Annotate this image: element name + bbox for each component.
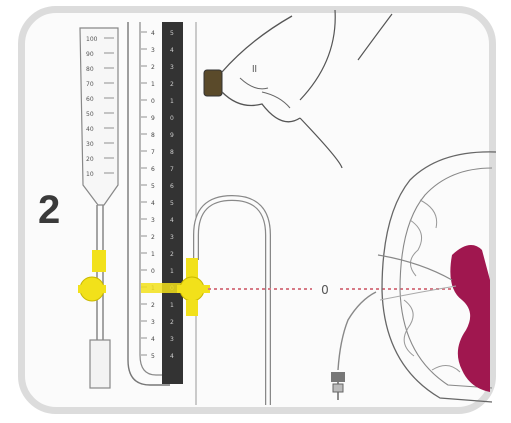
ruler-label-right: 7 [170, 166, 174, 173]
ruler-label-right: 4 [170, 353, 174, 360]
ruler-label-left: 8 [151, 132, 155, 139]
tube-scale-label: 90 [86, 51, 94, 58]
ruler-label-left: 2 [151, 64, 155, 71]
hand-label: ll [252, 65, 257, 75]
graduated-chamber: 100 90 80 70 60 50 40 30 20 10 [80, 28, 118, 388]
ruler-label-right: 4 [170, 217, 174, 224]
tube-scale-label: 80 [86, 66, 94, 73]
ruler-label-right: 9 [170, 132, 174, 139]
ruler-label-left: 1 [151, 81, 155, 88]
stopcock-left-icon [78, 250, 106, 301]
ruler-label-right: 2 [170, 251, 174, 258]
ruler-label-left: 7 [151, 149, 155, 156]
tube-scale-label: 50 [86, 111, 94, 118]
ruler-label-right: 8 [170, 149, 174, 156]
ruler-label-left: 0 [151, 98, 155, 105]
tubing-loop [196, 198, 268, 405]
ruler-label-right: 4 [170, 47, 174, 54]
measurement-ruler: 4534231201908978675645342312011021324354 [128, 22, 196, 405]
tube-scale-label: 40 [86, 126, 94, 133]
ruler-label-right: 1 [170, 302, 174, 309]
ruler-label-left: 2 [151, 302, 155, 309]
ruler-label-left: 6 [151, 166, 155, 173]
zero-marker-label: 0 [321, 283, 329, 297]
tube-scale-label: 30 [86, 141, 94, 148]
ruler-label-left: 4 [151, 336, 155, 343]
tube-scale-label: 100 [86, 36, 98, 43]
tube-scale-label: 60 [86, 96, 94, 103]
ruler-label-right: 1 [170, 268, 174, 275]
ruler-label-right: 2 [170, 319, 174, 326]
ruler-label-right: 2 [170, 81, 174, 88]
tube-scale-label: 20 [86, 156, 94, 163]
ruler-label-left: 2 [151, 234, 155, 241]
tube-scale-label: 70 [86, 81, 94, 88]
ruler-label-left: 3 [151, 47, 155, 54]
ruler-label-left: 5 [151, 183, 155, 190]
ruler-label-right: 3 [170, 234, 174, 241]
ruler-label-left: 4 [151, 200, 155, 207]
ruler-label-right: 1 [170, 98, 174, 105]
ruler-label-left: 0 [151, 268, 155, 275]
ruler-label-right: 3 [170, 336, 174, 343]
ruler-label-right: 5 [170, 200, 174, 207]
ruler-label-left: 5 [151, 353, 155, 360]
ruler-label-right: 0 [170, 115, 174, 122]
ruler-label-left: 9 [151, 115, 155, 122]
ruler-label-left: 3 [151, 217, 155, 224]
ruler-label-left: 1 [151, 251, 155, 258]
ventricle-icon [450, 245, 490, 392]
ruler-label-left: 4 [151, 30, 155, 37]
ruler-label-right: 6 [170, 183, 174, 190]
ruler-label-left: 3 [151, 319, 155, 326]
ruler-label-right: 5 [170, 30, 174, 37]
clamp-icon [331, 372, 345, 400]
hand-icon: ll [204, 10, 392, 168]
head-section [338, 152, 496, 402]
ruler-label-right: 3 [170, 64, 174, 71]
tube-scale-label: 10 [86, 171, 94, 178]
